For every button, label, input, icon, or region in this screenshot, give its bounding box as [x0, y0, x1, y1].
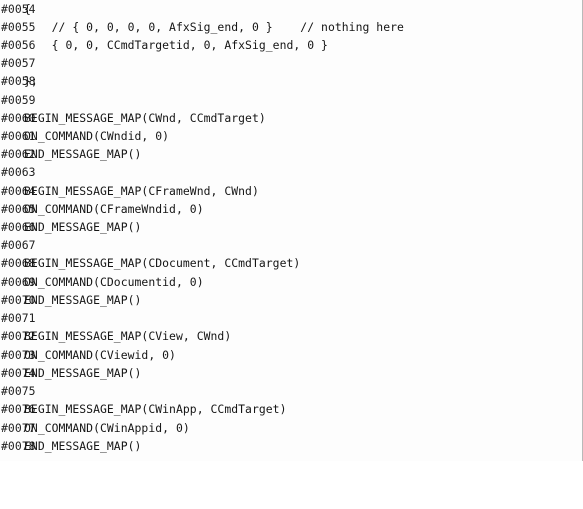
- line-number: #0076: [1, 402, 36, 416]
- code-listing: #0054 { #0055 // { 0, 0, 0, 0, AfxSig_en…: [0, 0, 583, 461]
- line-code: END_MESSAGE_MAP(): [24, 147, 142, 161]
- code-line-0070: #0070 END_MESSAGE_MAP(): [0, 291, 583, 309]
- line-number: #0056: [1, 38, 36, 52]
- line-code: { 0, 0, CCmdTargetid, 0, AfxSig_end, 0 }: [24, 38, 328, 52]
- line-code: ON_COMMAND(CViewid, 0): [24, 348, 176, 362]
- code-line-0059: #0059: [0, 91, 583, 109]
- line-number: #0065: [1, 202, 36, 216]
- line-number: #0061: [1, 129, 36, 143]
- line-number: #0073: [1, 348, 36, 362]
- code-line-0066: #0066 END_MESSAGE_MAP(): [0, 218, 583, 236]
- line-code: ON_COMMAND(CDocumentid, 0): [24, 275, 204, 289]
- code-line-0073: #0073 ON_COMMAND(CViewid, 0): [0, 346, 583, 364]
- line-number: #0059: [1, 93, 36, 107]
- line-number: #0054: [1, 2, 36, 16]
- line-code: };: [24, 74, 38, 88]
- line-number: #0068: [1, 256, 36, 270]
- line-number: #0064: [1, 184, 36, 198]
- code-line-0071: #0071: [0, 309, 583, 327]
- line-code: BEGIN_MESSAGE_MAP(CDocument, CCmdTarget): [24, 256, 301, 270]
- line-number: #0057: [1, 56, 36, 70]
- line-number: #0075: [1, 384, 36, 398]
- line-number: #0078: [1, 439, 36, 453]
- line-number: #0070: [1, 293, 36, 307]
- code-line-0076: #0076 BEGIN_MESSAGE_MAP(CWinApp, CCmdTar…: [0, 400, 583, 418]
- line-number: #0058: [1, 74, 36, 88]
- code-line-0075: #0075: [0, 382, 583, 400]
- line-number: #0072: [1, 329, 36, 343]
- line-number: #0055: [1, 20, 36, 34]
- line-code: END_MESSAGE_MAP(): [24, 439, 142, 453]
- code-line-0062: #0062 END_MESSAGE_MAP(): [0, 145, 583, 163]
- line-code: ON_COMMAND(CWndid, 0): [24, 129, 170, 143]
- code-line-0064: #0064 BEGIN_MESSAGE_MAP(CFrameWnd, CWnd): [0, 182, 583, 200]
- code-line-0061: #0061 ON_COMMAND(CWndid, 0): [0, 127, 583, 145]
- code-line-0055: #0055 // { 0, 0, 0, 0, AfxSig_end, 0 } /…: [0, 18, 583, 36]
- line-number: #0062: [1, 147, 36, 161]
- line-code: BEGIN_MESSAGE_MAP(CFrameWnd, CWnd): [24, 184, 259, 198]
- line-number: #0069: [1, 275, 36, 289]
- line-code: BEGIN_MESSAGE_MAP(CWinApp, CCmdTarget): [24, 402, 287, 416]
- line-code: ON_COMMAND(CFrameWndid, 0): [24, 202, 204, 216]
- line-code: BEGIN_MESSAGE_MAP(CWnd, CCmdTarget): [24, 111, 266, 125]
- line-number: #0074: [1, 366, 36, 380]
- line-code: ON_COMMAND(CWinAppid, 0): [24, 421, 190, 435]
- code-line-0056: #0056 { 0, 0, CCmdTargetid, 0, AfxSig_en…: [0, 36, 583, 54]
- code-line-0057: #0057: [0, 54, 583, 72]
- line-code: {: [24, 2, 31, 16]
- code-line-0077: #0077 ON_COMMAND(CWinAppid, 0): [0, 419, 583, 437]
- line-number: #0077: [1, 421, 36, 435]
- code-line-0067: #0067: [0, 236, 583, 254]
- line-number: #0060: [1, 111, 36, 125]
- code-line-0060: #0060 BEGIN_MESSAGE_MAP(CWnd, CCmdTarget…: [0, 109, 583, 127]
- line-code: END_MESSAGE_MAP(): [24, 293, 142, 307]
- line-code: END_MESSAGE_MAP(): [24, 366, 142, 380]
- code-line-0074: #0074 END_MESSAGE_MAP(): [0, 364, 583, 382]
- line-number: #0066: [1, 220, 36, 234]
- line-number: #0071: [1, 311, 36, 325]
- code-line-0058: #0058 };: [0, 72, 583, 90]
- code-line-0072: #0072 BEGIN_MESSAGE_MAP(CView, CWnd): [0, 327, 583, 345]
- line-code: BEGIN_MESSAGE_MAP(CView, CWnd): [24, 329, 232, 343]
- line-number: #0067: [1, 238, 36, 252]
- line-code: // { 0, 0, 0, 0, AfxSig_end, 0 } // noth…: [24, 20, 404, 34]
- code-line-0078: #0078 END_MESSAGE_MAP(): [0, 437, 583, 455]
- line-number: #0063: [1, 165, 36, 179]
- code-line-0065: #0065 ON_COMMAND(CFrameWndid, 0): [0, 200, 583, 218]
- code-line-0069: #0069 ON_COMMAND(CDocumentid, 0): [0, 273, 583, 291]
- line-code: END_MESSAGE_MAP(): [24, 220, 142, 234]
- code-line-0068: #0068 BEGIN_MESSAGE_MAP(CDocument, CCmdT…: [0, 254, 583, 272]
- code-line-0063: #0063: [0, 163, 583, 181]
- code-line-0054: #0054 {: [0, 0, 583, 18]
